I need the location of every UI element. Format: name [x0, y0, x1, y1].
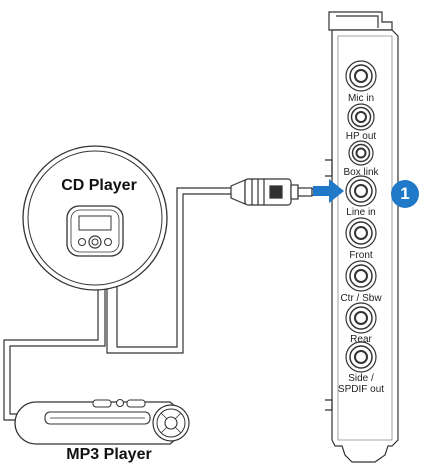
- port-label-box-link: Box link: [343, 167, 379, 178]
- port-label-mic-in: Mic in: [347, 93, 375, 104]
- jack-rear: [345, 302, 377, 334]
- jack-front: [345, 217, 377, 249]
- cd-player-label: CD Player: [61, 177, 137, 194]
- jack-line-in: [345, 175, 377, 207]
- audio-plug: [230, 178, 317, 206]
- jack-box-link: [348, 140, 374, 166]
- port-label-side-spdif-out: Side / SPDIF out: [337, 373, 385, 395]
- port-label-hp-out: HP out: [345, 131, 377, 142]
- jack-side-spdif-out: [345, 341, 377, 373]
- cable-mp3-to-cd: [3, 280, 106, 421]
- mp3-player: [14, 399, 190, 445]
- step-badge: 1: [391, 180, 419, 208]
- mp3-player-label: MP3 Player: [66, 446, 152, 463]
- port-label-line-in: Line in: [346, 207, 376, 218]
- cable-cd-to-plug: [106, 187, 231, 354]
- audio-jacks: [345, 60, 377, 373]
- arrow-to-line-in: [313, 179, 344, 203]
- port-label-rear: Rear: [350, 334, 372, 345]
- port-label-front: Front: [349, 250, 373, 261]
- jack-mic-in: [345, 60, 377, 92]
- jack-ctr-sbw: [345, 260, 377, 292]
- jack-hp-out: [347, 103, 375, 131]
- cd-player: [22, 145, 168, 291]
- port-label-ctr-sbw: Ctr / Sbw: [340, 293, 382, 304]
